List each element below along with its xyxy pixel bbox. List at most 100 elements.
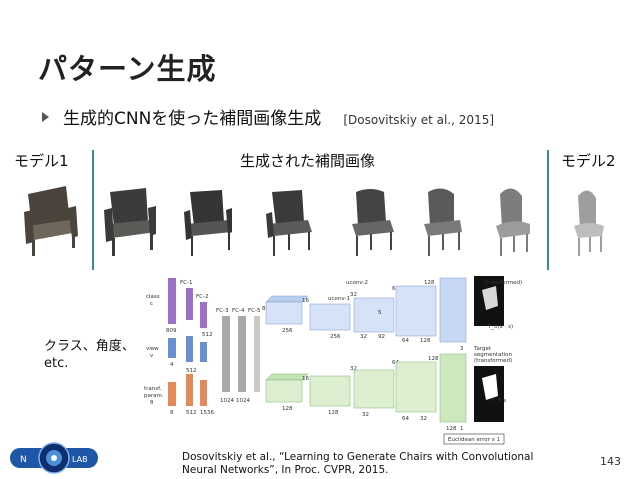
divider-right [547,150,549,270]
label-uconv1: uconv-1 [328,296,350,302]
label-128e: 128 [428,356,439,362]
label-5: 5 [378,310,382,316]
label-64b: 64 [402,338,409,344]
logo-text-n: N [20,455,27,465]
layer-bottom-3 [353,369,395,409]
label-target-2: segmentation [474,352,513,358]
label-view-symbol: v [150,353,154,359]
label-512c: 512 [186,410,197,416]
label-transf: transf. [144,386,162,392]
fc1-transf-bar [186,374,193,406]
input-class-bar [168,278,176,324]
bullet-text: 生成的CNNを使った補間画像生成 [63,109,322,129]
bullet-row: 生成的CNNを使った補間画像生成 [Dosovitskiy et al., 20… [42,104,494,129]
bullet-triangle-icon [42,112,49,122]
fc2-transf-bar [200,380,207,406]
lab-logo: N LAB [10,442,98,474]
fc2-view-bar [200,342,207,362]
logo-text-lab: LAB [72,455,88,464]
label-model-2: モデル2 [561,152,616,170]
bullet-citation: [Dosovitskiy et al., 2015] [343,113,495,127]
label-32e: 32 [420,416,427,422]
layer-top-4 [395,285,437,337]
label-view: view [146,346,159,352]
label-class: class [146,294,160,300]
label-8a: 8 [262,306,266,312]
label-1: 1 [460,426,464,432]
chair-image-2 [104,188,156,256]
side-label-line-1: クラス、角度、 [44,339,135,354]
layer-bottom-5 [439,353,467,423]
label-param: param. [144,393,164,399]
label-3: 3 [460,346,464,352]
label-class-symbol: c [150,301,153,307]
label-128a: 128 [424,280,435,286]
label-16b: 16 [302,376,309,382]
label-809: 809 [166,328,177,334]
label-fc4: FC-4 [232,308,245,314]
label-eq-top: T_θ(x · s) [487,324,513,330]
label-target-3: (transformed) [474,358,512,364]
chair-image-5 [352,189,394,256]
layer-bottom-1-face [265,379,303,403]
output-chair-bottom [482,374,498,400]
label-128d: 128 [328,410,339,416]
input-transf-bar [168,382,176,406]
label-32b: 32 [360,334,367,340]
layer-bottom-4 [395,361,437,413]
label-fc1: FC-1 [180,280,193,286]
divider-left [92,150,94,270]
label-euclidean: Euclidean error x 1 [448,437,500,443]
label-model-1: モデル1 [14,152,69,170]
label-fc3: FC-3 [216,308,229,314]
euclidean-error-box [443,433,505,445]
network-diagram: class c view v transf. param. θ 809 4 8 … [144,276,522,445]
label-uconv2: uconv-2 [346,280,368,286]
label-1024b: 1024 [236,398,250,404]
label-32a: 32 [350,292,357,298]
label-32d: 32 [362,412,369,418]
label-eq-bottom: T_θ s [491,398,506,404]
fc4-bar [238,316,246,392]
output-chair-top [482,286,498,310]
footer-line-2: Neural Networks”, In Proc. CVPR, 2015. [182,464,389,476]
label-128c: 128 [282,406,293,412]
chair-image-7 [496,188,530,256]
footer-line-1: Dosovitskiy et al., “Learning to Generat… [182,451,534,463]
label-512b: 512 [186,368,197,374]
label-16a: 16 [302,298,309,304]
chair-image-1 [24,186,78,256]
label-1536: 1536 [200,410,214,416]
chair-image-4 [266,190,312,256]
label-64a: 64 [392,286,399,292]
side-label-line-2: etc. [44,356,69,371]
layer-top-2 [309,303,351,331]
layer-top-5 [439,277,467,343]
label-64d: 64 [402,416,409,422]
label-fc2: FC-2 [196,294,209,300]
label-fc5: FC-5 [248,308,261,314]
label-transformed: (transformed) [484,280,522,286]
layer-bottom-2 [309,375,351,407]
chair-image-6 [424,188,462,256]
chair-image-8 [574,190,604,256]
fc3-bar [222,316,230,392]
layer-top-1-face [265,301,303,325]
label-8: 8 [170,410,174,416]
label-theta-symbol: θ [150,400,154,406]
footer-citation: Dosovitskiy et al., “Learning to Generat… [182,451,533,477]
label-generated-images: 生成された補間画像 [240,152,376,170]
label-256b: 256 [330,334,341,340]
side-label: クラス、角度、 etc. [44,338,135,372]
label-92: 92 [378,334,385,340]
logo-pupil [51,455,57,461]
fc5-bar [254,316,260,392]
label-32c: 32 [350,366,357,372]
label-512a: 512 [202,332,213,338]
label-1024a: 1024 [220,398,234,404]
slide-title: パターン生成 [38,52,217,86]
label-target-1: Target [473,346,492,352]
label-4: 4 [170,362,174,368]
fc1-class-bar [186,288,193,320]
